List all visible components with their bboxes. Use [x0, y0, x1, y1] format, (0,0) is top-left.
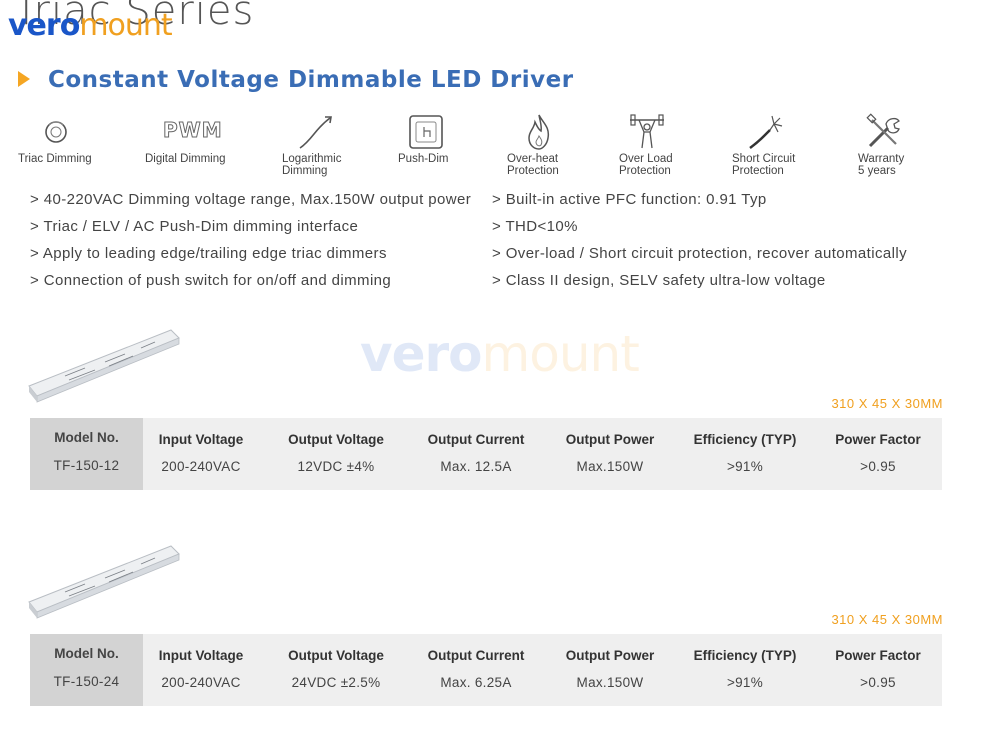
spec-value: 200-240VAC: [161, 459, 241, 474]
product-image-driver: [28, 545, 180, 619]
spec-cell-model: Model No. TF-150-24: [30, 634, 143, 706]
feature-label: Logarithmic Dimming: [282, 153, 342, 177]
spec-value: 12VDC ±4%: [297, 459, 375, 474]
spec-cell-output-current: Output Current Max. 12.5A: [411, 418, 541, 490]
spec-cell-input-voltage: Input Voltage 200-240VAC: [143, 418, 259, 490]
spec-header: Model No.: [54, 646, 119, 661]
feature-icon-strip: Triac Dimming PWM Digital Dimming Logari…: [0, 110, 1000, 182]
spec-header: Model No.: [54, 430, 119, 445]
spec-value: >0.95: [860, 675, 896, 690]
spec-value: Max.150W: [576, 459, 644, 474]
flame-icon: [528, 114, 550, 150]
section-arrow-icon: [18, 71, 30, 87]
feature-bullets-left: > 40-220VAC Dimming voltage range, Max.1…: [30, 186, 471, 294]
spec-header: Output Voltage: [288, 648, 384, 663]
spec-header: Efficiency (TYP): [693, 432, 797, 447]
brand-logo: veromount: [8, 8, 173, 43]
feature-label: Digital Dimming: [145, 153, 226, 165]
spec-header: Output Current: [427, 648, 525, 663]
spec-header: Input Voltage: [158, 648, 244, 663]
spec-value: 24VDC ±2.5%: [291, 675, 381, 690]
product-image-driver: [28, 329, 180, 403]
spec-value: Max. 12.5A: [440, 459, 512, 474]
spec-cell-efficiency: Efficiency (TYP) >91%: [680, 418, 810, 490]
spec-header: Output Current: [427, 432, 525, 447]
series-title: Triac Series: [14, 0, 255, 34]
feature-label: Short Circuit Protection: [732, 153, 796, 177]
spec-header: Output Power: [565, 648, 655, 663]
spec-value: Max.150W: [576, 675, 644, 690]
bullet-item: > Connection of push switch for on/off a…: [30, 272, 392, 289]
tools-icon: [866, 113, 900, 148]
spec-cell-output-voltage: Output Voltage 12VDC ±4%: [271, 418, 401, 490]
spec-cell-output-current: Output Current Max. 6.25A: [411, 634, 541, 706]
feature-label: Over-heat Protection: [507, 153, 559, 177]
spec-table: Model No. TF-150-12 Input Voltage 200-24…: [30, 418, 942, 490]
spec-header: Output Power: [565, 432, 655, 447]
spec-cell-efficiency: Efficiency (TYP) >91%: [680, 634, 810, 706]
spec-value: >91%: [726, 675, 764, 690]
spec-header: Output Voltage: [288, 432, 384, 447]
watermark-logo: veromount: [360, 325, 640, 383]
bullet-item: > Class II design, SELV safety ultra-low…: [492, 272, 826, 289]
spec-value: Max. 6.25A: [440, 675, 512, 690]
spec-header: Input Voltage: [158, 432, 244, 447]
bullet-item: > Triac / ELV / AC Push-Dim dimming inte…: [30, 218, 359, 235]
section-heading: Constant Voltage Dimmable LED Driver: [48, 67, 574, 93]
push-dim-icon: [409, 115, 443, 149]
spec-cell-model: Model No. TF-150-12: [30, 418, 143, 490]
short-circuit-icon: [749, 115, 783, 149]
triac-dimming-icon: [45, 121, 67, 143]
feature-bullets-right: > Built-in active PFC function: 0.91 Typ…: [492, 186, 907, 294]
bullet-item: > Over-load / Short circuit protection, …: [492, 245, 907, 262]
feature-label: Over Load Protection: [619, 153, 673, 177]
logo-mount: mount: [79, 8, 172, 43]
bullet-item: > 40-220VAC Dimming voltage range, Max.1…: [30, 191, 472, 208]
spec-cell-output-voltage: Output Voltage 24VDC ±2.5%: [271, 634, 401, 706]
spec-cell-input-voltage: Input Voltage 200-240VAC: [143, 634, 259, 706]
spec-header: Power Factor: [835, 648, 921, 663]
spec-cell-power-factor: Power Factor >0.95: [820, 418, 936, 490]
bullet-item: > THD<10%: [492, 218, 578, 235]
spec-value: TF-150-12: [53, 458, 120, 473]
spec-value: >91%: [726, 459, 764, 474]
feature-label: Triac Dimming: [18, 153, 92, 165]
pwm-icon: PWM: [163, 118, 223, 143]
spec-value: 200-240VAC: [161, 675, 241, 690]
spec-header: Efficiency (TYP): [693, 648, 797, 663]
spec-value: >0.95: [860, 459, 896, 474]
spec-cell-output-power: Output Power Max.150W: [550, 418, 670, 490]
feature-label: Push-Dim: [398, 153, 449, 165]
bullet-item: > Built-in active PFC function: 0.91 Typ: [492, 191, 767, 208]
spec-header: Power Factor: [835, 432, 921, 447]
logo-vero: vero: [8, 8, 80, 43]
product-dimensions: 310 X 45 X 30MM: [831, 396, 943, 411]
spec-value: TF-150-24: [53, 674, 120, 689]
spec-table: Model No. TF-150-24 Input Voltage 200-24…: [30, 634, 942, 706]
spec-cell-power-factor: Power Factor >0.95: [820, 634, 936, 706]
product-dimensions: 310 X 45 X 30MM: [831, 612, 943, 627]
logarithmic-curve-icon: [299, 116, 332, 149]
feature-label: Warranty 5 years: [858, 153, 905, 177]
weightlifter-icon: [630, 114, 664, 149]
spec-cell-output-power: Output Power Max.150W: [550, 634, 670, 706]
bullet-item: > Apply to leading edge/trailing edge tr…: [30, 245, 387, 262]
